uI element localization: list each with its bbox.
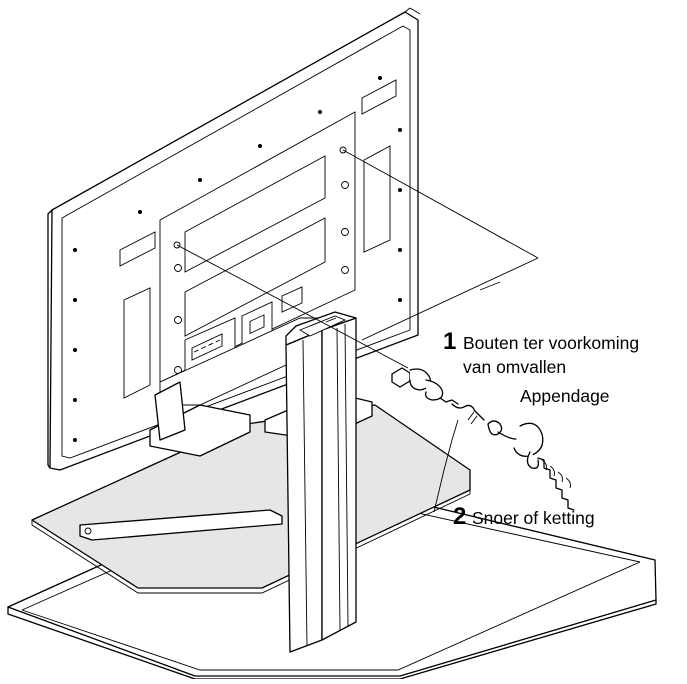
cord-or-chain	[433, 403, 485, 513]
glass-shelf	[31, 404, 471, 594]
guide-lines	[176, 149, 539, 369]
shelf-support-rod	[79, 509, 283, 541]
appendage-hook	[487, 420, 575, 511]
callout-1-line-1: Bouten ter voorkoming	[463, 333, 639, 353]
rim-screws	[73, 76, 402, 442]
callout-2-number: 2	[453, 503, 466, 530]
callout-1-number: 1	[443, 328, 456, 355]
callout-1: 1 Bouten ter voorkoming van omvallen	[443, 328, 639, 377]
callout-1-line-2: van omvallen	[463, 357, 566, 377]
callout-2: 2 Snoer of ketting	[453, 503, 595, 530]
anti-tip-bolt	[391, 367, 459, 405]
stand-column	[285, 311, 357, 653]
callout-2-line-1: Snoer of ketting	[472, 508, 595, 528]
appendage-label: Appendage	[520, 386, 610, 406]
